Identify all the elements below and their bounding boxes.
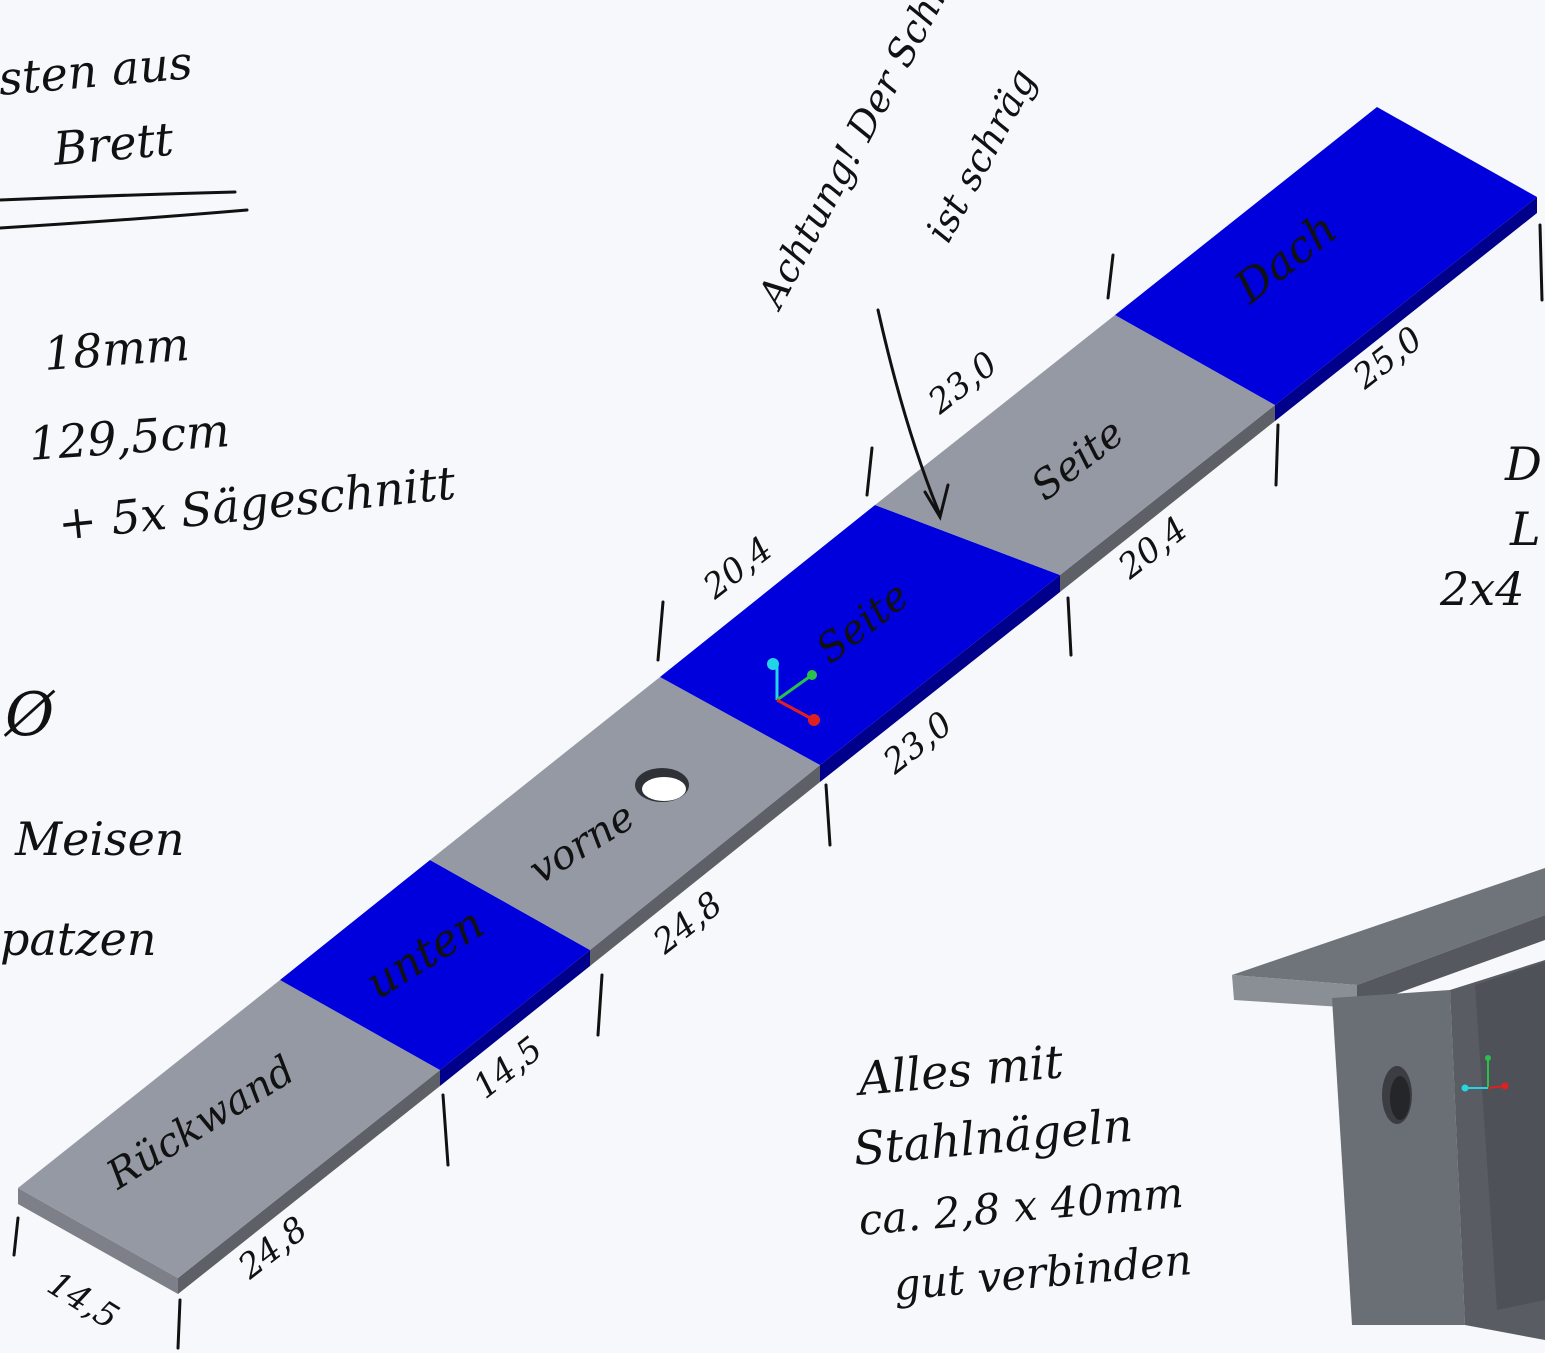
note-left-line5: + 5x Sägeschnitt [56, 455, 459, 550]
front-wall [1332, 990, 1465, 1325]
note-left-line7: Meisen [14, 812, 185, 866]
side-end [18, 1188, 178, 1294]
note-bottom-line1: Alles mit [852, 1034, 1065, 1106]
note-right-line3: 2x4 [1439, 562, 1524, 616]
note-left-line4: 129,5cm [27, 403, 231, 471]
bottom-note: Alles mit Stahlnägeln ca. 2,8 x 40mm gut… [851, 1034, 1193, 1310]
side-seite1 [820, 575, 1060, 782]
axis-triad-small-icon [1461, 1055, 1509, 1092]
axis-triad-icon [767, 658, 820, 726]
note-right-line1: D [1504, 437, 1542, 491]
note-bottom-line2: Stahlnägeln [851, 1098, 1134, 1176]
note-left-line8: patzen [0, 912, 156, 966]
underline-2 [0, 208, 249, 230]
note-left-diameter: Ø [3, 680, 56, 750]
note-bottom-line4: gut verbinden [892, 1235, 1194, 1310]
side-rueckwand [178, 1070, 440, 1294]
note-left-line1: sten aus [0, 35, 194, 106]
side-vorne [590, 765, 820, 966]
entrance-hole-inner [642, 777, 686, 801]
warning-arrow [876, 308, 942, 517]
dim-width-bottom: 14,5 [40, 1264, 125, 1338]
side-dach [1275, 197, 1537, 421]
roof-top [1232, 868, 1545, 985]
part-unten [280, 860, 590, 1070]
side-wall-inner [1475, 962, 1545, 1310]
part-rueckwand [18, 980, 440, 1278]
note-bottom-line3: ca. 2,8 x 40mm [857, 1168, 1186, 1245]
underline-1 [0, 190, 237, 202]
part-dach [1115, 107, 1537, 405]
note-left-line3: 18mm [42, 317, 191, 381]
side-unten [440, 950, 590, 1086]
roof-front-edge [1232, 975, 1357, 1008]
part-seite2 [875, 315, 1275, 575]
warning-line1: Achtung! Der Schnitt [748, 0, 982, 317]
part-vorne [430, 677, 820, 950]
side-seite2 [1060, 405, 1275, 592]
note-right-line2: L [1509, 502, 1541, 556]
note-left-line2: Brett [50, 112, 176, 176]
part-seite1 [660, 505, 1060, 765]
birdhouse-render [1232, 868, 1545, 1340]
tick-marks [12, 223, 1544, 1350]
warning-arrowhead [923, 483, 950, 521]
roof-side-edge [1357, 915, 1545, 1008]
warning-line2: ist schräg [917, 61, 1045, 249]
dim-seite2-far: 23,0 [920, 344, 1005, 423]
birdhouse-hole-inner [1390, 1076, 1410, 1120]
left-notes: sten aus Brett 18mm 129,5cm + 5x Sägesch… [0, 35, 458, 966]
right-notes: D L 2x4 [1439, 437, 1542, 616]
